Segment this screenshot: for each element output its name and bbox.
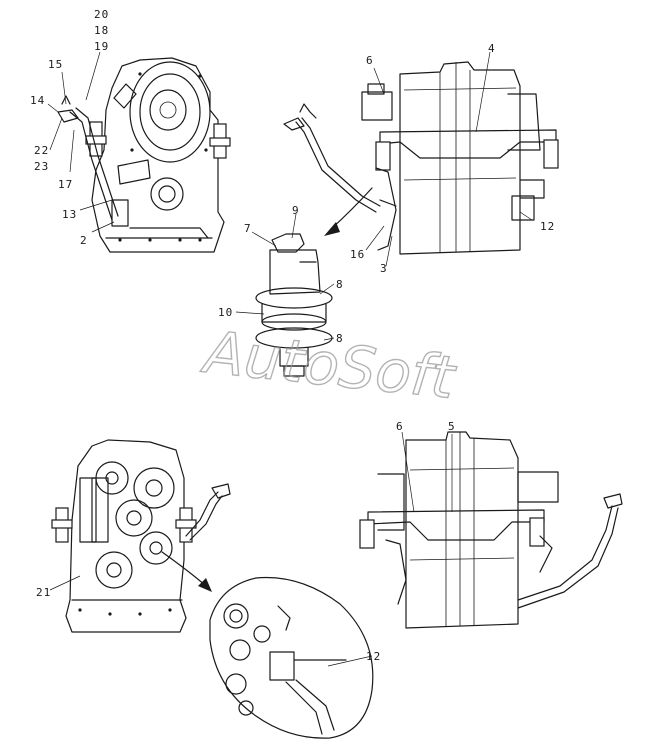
callout-labels: 20 18 19 15 14 22 23 17 13 2 6 4 12 16 3… [30, 8, 555, 663]
callout-22: 22 [34, 144, 49, 157]
view-top-right-transmission [283, 61, 559, 255]
callout-6-bottom: 6 [396, 420, 404, 433]
callout-12-bottom: 12 [366, 650, 381, 663]
callout-16: 16 [350, 248, 365, 261]
callout-14: 14 [30, 94, 45, 107]
callout-15: 15 [48, 58, 63, 71]
callout-3: 3 [380, 262, 388, 275]
callout-2: 2 [80, 234, 88, 247]
callout-9: 9 [292, 204, 300, 217]
callout-13: 13 [62, 208, 77, 221]
callout-5: 5 [448, 420, 456, 433]
callout-8-upper: 8 [336, 278, 344, 291]
callout-7: 7 [244, 222, 252, 235]
callout-12-top: 12 [540, 220, 555, 233]
callout-23: 23 [34, 160, 49, 173]
callout-6-top: 6 [366, 54, 374, 67]
view-top-left-transmission [57, 57, 231, 253]
view-zoom-detail [209, 576, 374, 739]
callout-10: 10 [218, 306, 233, 319]
callout-17: 17 [58, 178, 73, 191]
callout-19: 19 [94, 40, 109, 53]
view-breather-detail [255, 233, 333, 377]
callout-20: 20 [94, 8, 109, 21]
leader-lines [47, 51, 533, 667]
callout-21: 21 [36, 586, 51, 599]
view-bottom-right-transmission [359, 431, 623, 629]
callout-18: 18 [94, 24, 109, 37]
watermark-text: AutoSoft [198, 318, 460, 412]
callout-8-lower: 8 [336, 332, 344, 345]
callout-4: 4 [488, 42, 496, 55]
view-bottom-left-transmission [51, 439, 231, 633]
